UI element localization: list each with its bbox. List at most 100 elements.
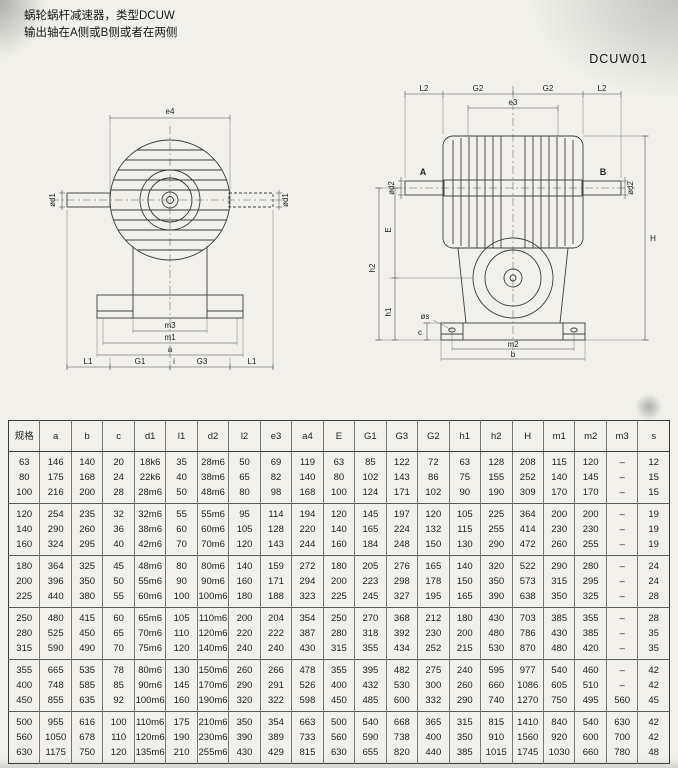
shaft-bore-band bbox=[443, 179, 583, 197]
value-cell: 740 bbox=[480, 693, 512, 712]
value-cell: 70 bbox=[165, 537, 198, 556]
value-cell: 434 bbox=[385, 641, 418, 660]
value-cell: 110 bbox=[102, 730, 135, 745]
value-cell: 32 bbox=[102, 503, 135, 522]
value-cell: 350 bbox=[480, 574, 512, 589]
value-cell: 200 bbox=[322, 574, 355, 589]
value-cell: 485 bbox=[354, 693, 387, 712]
value-cell: 35 bbox=[637, 641, 670, 660]
value-cell: 200 bbox=[542, 503, 575, 522]
value-cell: 19 bbox=[637, 522, 670, 537]
value-cell: 140 bbox=[228, 555, 261, 574]
value-cell: 210m6 bbox=[196, 711, 229, 730]
value-cell: 22k6 bbox=[133, 470, 166, 485]
value-cell: 1086 bbox=[511, 678, 544, 693]
value-cell: 510 bbox=[574, 678, 607, 693]
value-cell: 500 bbox=[322, 711, 355, 730]
value-cell: 396 bbox=[39, 574, 72, 589]
value-cell: 252 bbox=[511, 470, 544, 485]
model-code: DCUW01 bbox=[589, 52, 648, 66]
dim-label-m1: m1 bbox=[164, 333, 176, 342]
dim-label-od1-left: ød1 bbox=[48, 193, 57, 207]
value-cell: 20 bbox=[102, 451, 135, 470]
dim-label-G2-left: G2 bbox=[473, 84, 484, 93]
value-cell: 165 bbox=[354, 522, 387, 537]
value-cell: 332 bbox=[417, 693, 450, 712]
value-cell: 420 bbox=[574, 641, 607, 660]
value-cell: 260 bbox=[228, 659, 261, 678]
value-cell: 48m6 bbox=[196, 485, 229, 504]
value-cell: 600 bbox=[574, 730, 607, 745]
value-cell: 120m6 bbox=[196, 626, 229, 641]
spec-cell: 560 bbox=[16, 732, 33, 743]
value-cell: 140 bbox=[322, 522, 355, 537]
value-cell: 598 bbox=[291, 693, 324, 712]
value-cell: 275 bbox=[417, 659, 450, 678]
value-cell: 526 bbox=[291, 678, 324, 693]
value-cell: 440 bbox=[417, 745, 450, 764]
value-cell: 140 bbox=[448, 555, 481, 574]
value-cell: 115 bbox=[542, 451, 575, 470]
value-cell: 115 bbox=[448, 522, 481, 537]
column-header: H bbox=[511, 420, 544, 452]
value-cell: 392 bbox=[385, 626, 418, 641]
scan-artifact bbox=[0, 0, 46, 60]
value-cell: – bbox=[605, 589, 638, 608]
value-cell: 60 bbox=[165, 522, 198, 537]
value-cell: 55m6 bbox=[196, 503, 229, 522]
column-header: 规格 bbox=[8, 420, 40, 452]
value-cell: 40 bbox=[165, 470, 198, 485]
value-cell: 415 bbox=[70, 607, 103, 626]
value-cell: 291 bbox=[259, 678, 292, 693]
value-cell: 290 bbox=[228, 678, 261, 693]
value-cell: 780 bbox=[605, 745, 638, 764]
value-cell: 540 bbox=[354, 711, 387, 730]
spec-cell: 450 bbox=[16, 695, 33, 706]
value-cell: 15 bbox=[637, 485, 670, 504]
value-cell: 700 bbox=[605, 730, 638, 745]
value-cell: 65m6 bbox=[133, 607, 166, 626]
front-view-drawing: e4 ød1 ød1 m3 m1 a bbox=[48, 107, 291, 370]
value-cell: 170m6 bbox=[196, 678, 229, 693]
side-view-drawing: A B L2 G2 G2 L2 e3 bbox=[368, 84, 656, 361]
spec-cell: 140 bbox=[16, 524, 33, 535]
value-cell: 95 bbox=[228, 503, 261, 522]
value-cell: 85 bbox=[354, 451, 387, 470]
value-cell: 223 bbox=[354, 574, 387, 589]
value-cell: – bbox=[605, 522, 638, 537]
dim-label-L2-right: L2 bbox=[598, 84, 607, 93]
value-cell: 165 bbox=[417, 555, 450, 574]
value-cell: 114 bbox=[259, 503, 292, 522]
value-cell: 55m6 bbox=[133, 574, 166, 589]
value-cell: 815 bbox=[291, 745, 324, 764]
value-cell: 120m6 bbox=[133, 730, 166, 745]
value-cell: 75 bbox=[448, 470, 481, 485]
value-cell: 28m6 bbox=[196, 451, 229, 470]
value-cell: 315 bbox=[448, 711, 481, 730]
value-cell: 430 bbox=[228, 745, 261, 764]
value-cell: 50 bbox=[102, 574, 135, 589]
value-cell: 124 bbox=[354, 485, 387, 504]
title-line-1: 蜗轮蜗杆减速器，类型DCUW bbox=[24, 10, 175, 22]
dim-label-od2-left: ød2 bbox=[387, 181, 396, 195]
value-cell: 668 bbox=[385, 711, 418, 730]
value-cell: 102 bbox=[417, 485, 450, 504]
value-cell: 1745 bbox=[511, 745, 544, 764]
value-cell: – bbox=[605, 555, 638, 574]
value-cell: 100 bbox=[102, 711, 135, 730]
value-cell: 272 bbox=[291, 555, 324, 574]
value-cell: – bbox=[605, 607, 638, 626]
spec-cell: 63 bbox=[18, 457, 30, 468]
value-cell: 130 bbox=[448, 537, 481, 556]
value-cell: 42 bbox=[637, 730, 670, 745]
value-cell: 540 bbox=[574, 711, 607, 730]
